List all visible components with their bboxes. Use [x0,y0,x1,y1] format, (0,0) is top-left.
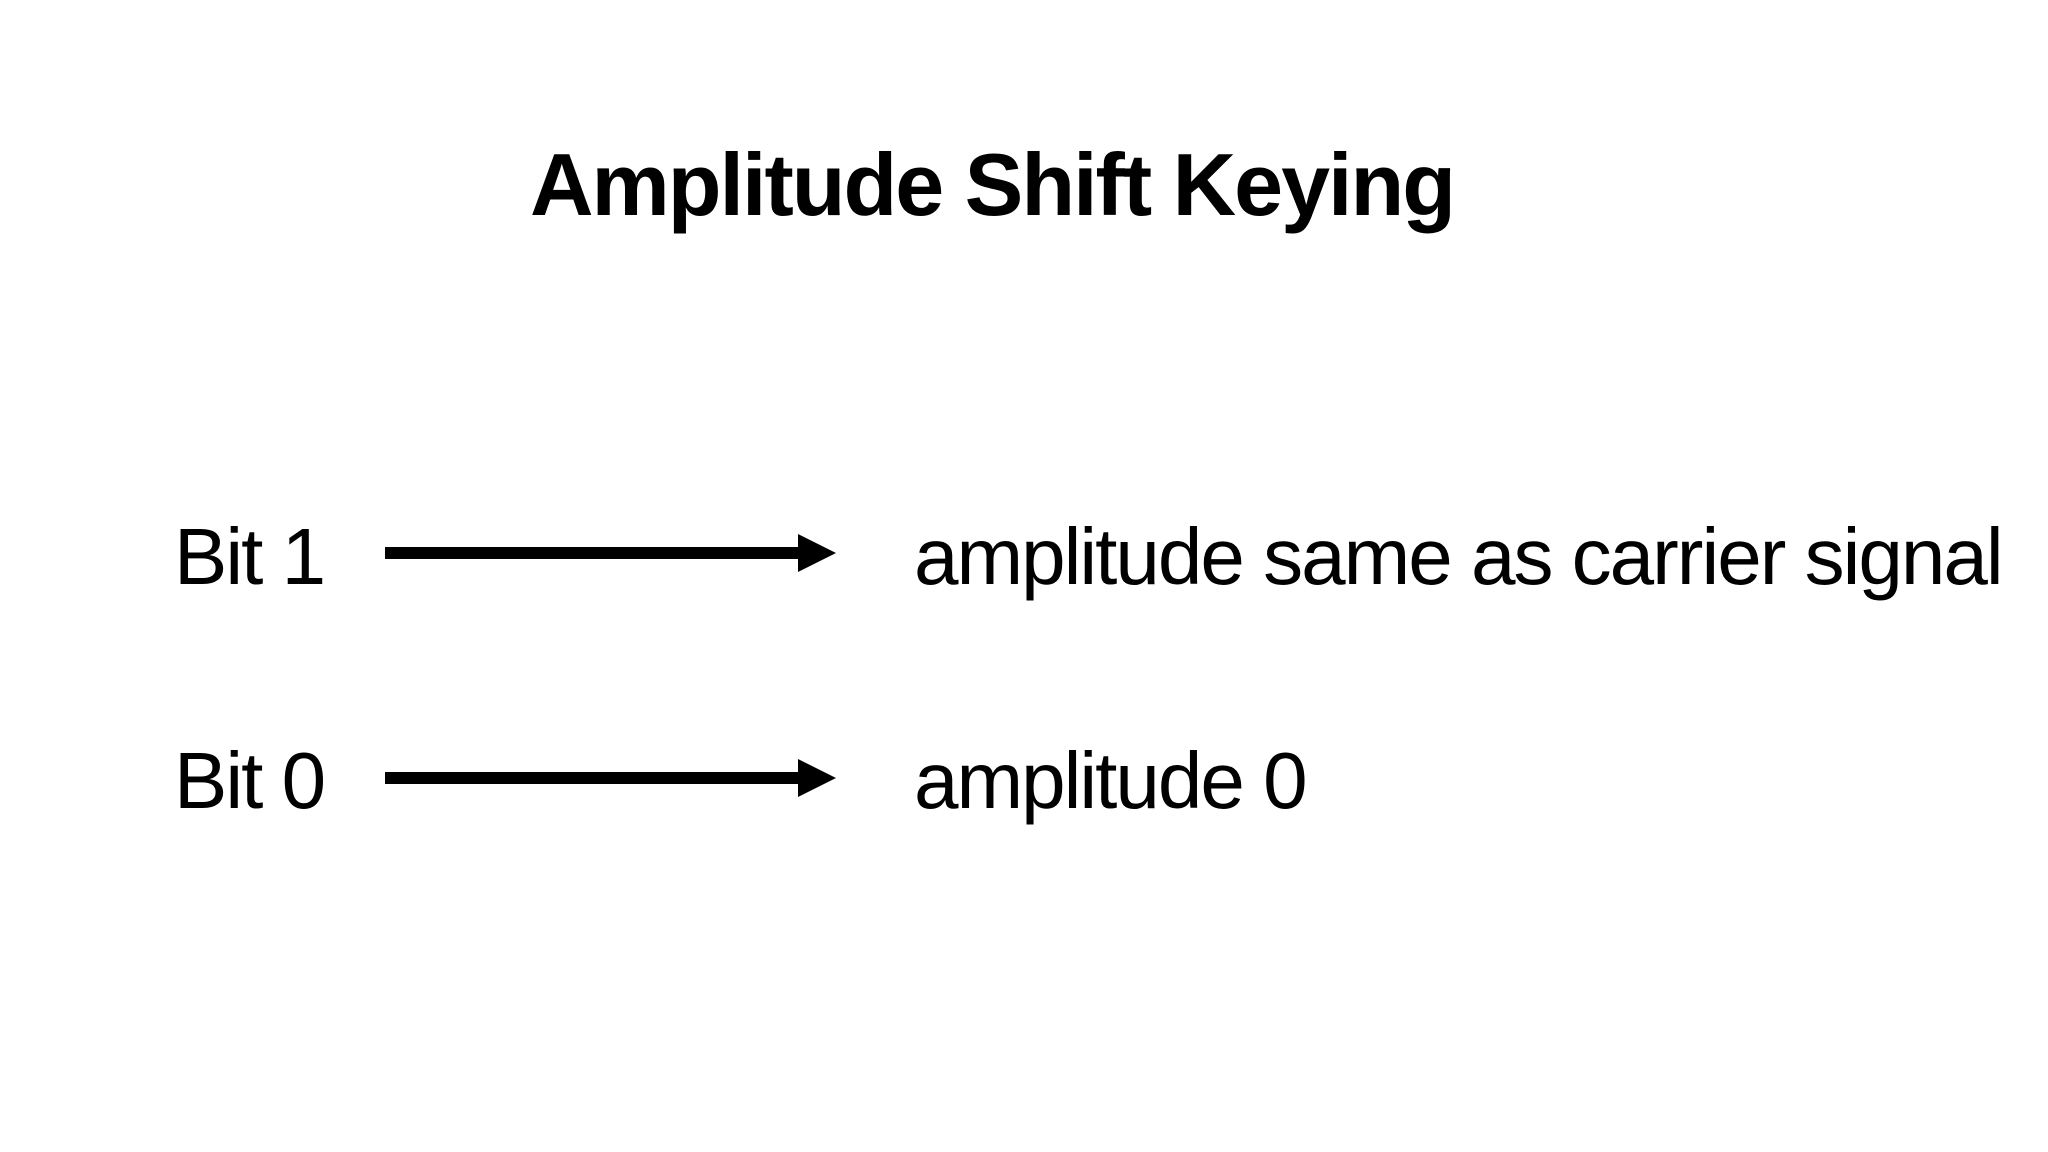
right-arrow-icon [385,759,836,797]
right-arrow-icon [385,534,836,572]
bit-1-result-text: amplitude same as carrier signal [914,512,2004,601]
page-title: Amplitude Shift Keying [530,135,1456,234]
bit-1-label: Bit 1 [174,512,326,601]
bit-0-label: Bit 0 [174,736,326,825]
bit-0-result-text: amplitude 0 [914,736,1308,825]
